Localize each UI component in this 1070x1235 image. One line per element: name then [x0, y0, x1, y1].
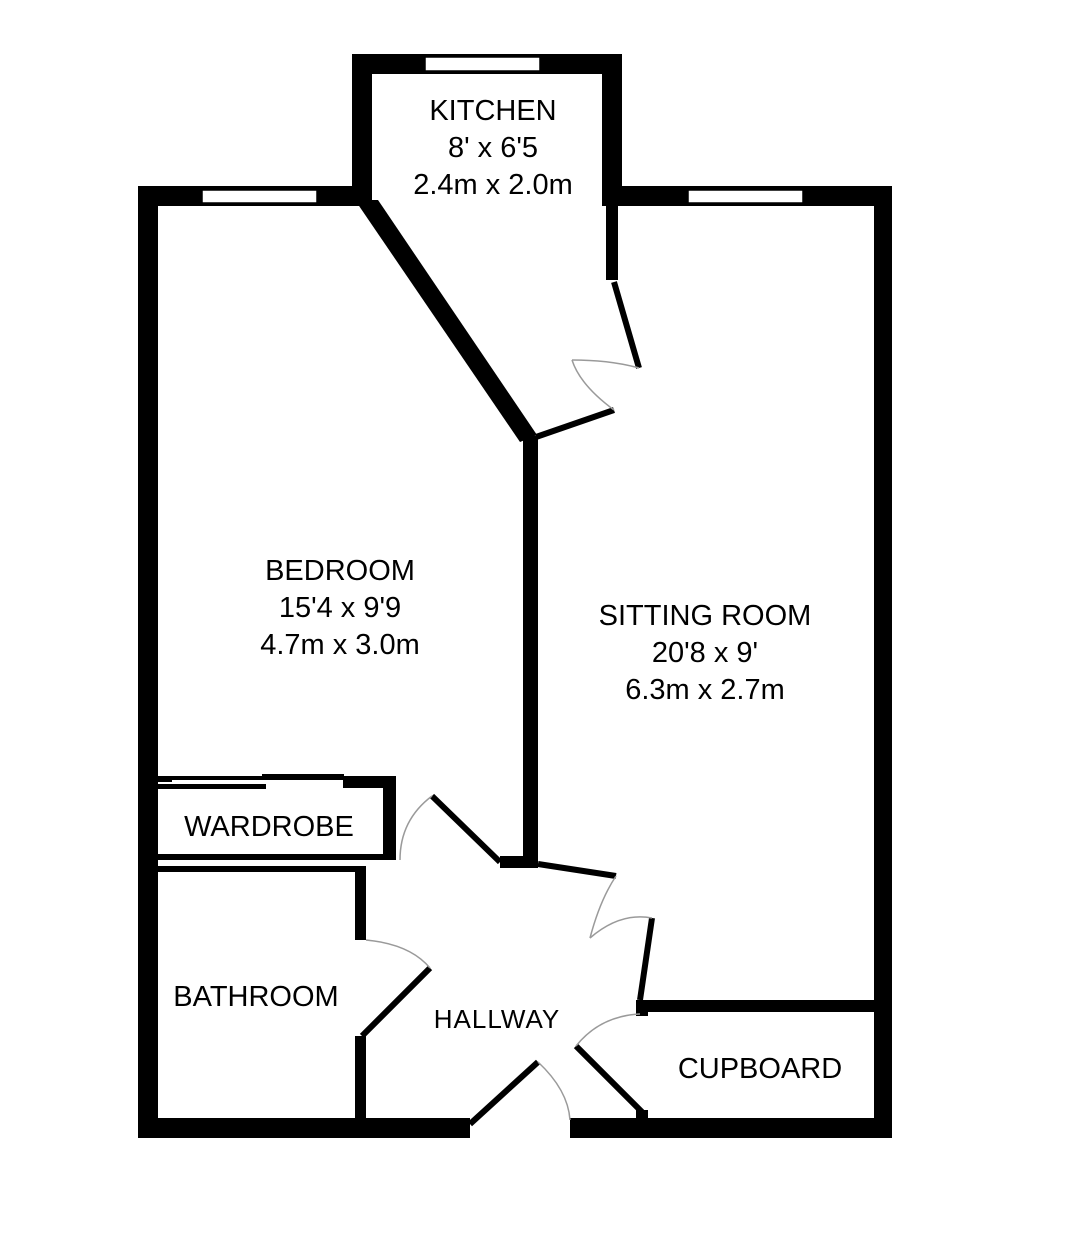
- sitting-room-metric: 6.3m x 2.7m: [625, 674, 785, 706]
- interior-walls: [158, 200, 876, 1120]
- cupboard-name: CUPBOARD: [678, 1053, 842, 1085]
- door-cupboard: [573, 1013, 645, 1115]
- door-sitting-room: [537, 861, 655, 1001]
- kitchen-imperial: 8' x 6'5: [448, 132, 538, 164]
- kitchen-metric: 2.4m x 2.0m: [413, 169, 573, 201]
- door-bathroom: [359, 939, 433, 1039]
- doors: [359, 281, 655, 1127]
- window-kitchen: [424, 56, 541, 72]
- hallway-name: HALLWAY: [434, 1004, 560, 1034]
- outer-walls: [138, 54, 892, 1138]
- bedroom-name: BEDROOM: [265, 555, 415, 587]
- room-labels: KITCHEN 8' x 6'5 2.4m x 2.0m BEDROOM 15'…: [173, 95, 842, 1085]
- window-bedroom: [201, 189, 318, 204]
- window-sitting-room: [687, 189, 804, 204]
- kitchen-name: KITCHEN: [429, 95, 556, 127]
- sitting-room-imperial: 20'8 x 9': [652, 637, 758, 669]
- bathroom-name: BATHROOM: [173, 981, 338, 1013]
- door-kitchen: [535, 281, 642, 440]
- bedroom-imperial: 15'4 x 9'9: [279, 592, 401, 624]
- door-bedroom: [399, 793, 503, 865]
- bedroom-metric: 4.7m x 3.0m: [260, 629, 420, 661]
- door-entrance: [467, 1059, 571, 1127]
- windows: [201, 56, 804, 204]
- wardrobe-name: WARDROBE: [184, 811, 354, 843]
- sitting-room-name: SITTING ROOM: [599, 600, 812, 632]
